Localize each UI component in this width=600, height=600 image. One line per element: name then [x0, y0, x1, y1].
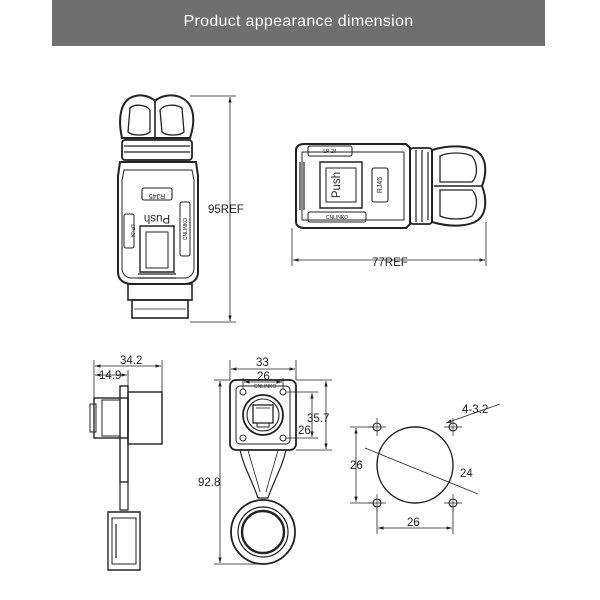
marking-series-vertical: LP-24 — [129, 224, 135, 238]
marking-push-vertical: Push — [144, 212, 170, 224]
height-dimension — [190, 95, 236, 323]
cutout-circle — [376, 426, 454, 504]
side-view — [89, 385, 163, 571]
marking-rj45-horizontal: RJ45 — [377, 177, 384, 193]
overall-depth-label: 34.2 — [120, 355, 142, 367]
front-brand-marking: CNLINKO — [254, 384, 276, 390]
height-label: 95REF — [208, 204, 244, 216]
page-title: Product appearance dimension — [183, 13, 414, 30]
marking-rj45-vertical: RJ45 — [149, 192, 165, 199]
side-dimensions — [93, 360, 163, 398]
front-dimensions — [214, 360, 332, 565]
marking-series-horizontal: LP-24 — [323, 149, 337, 155]
push-latch — [139, 225, 175, 273]
panel-cutout — [368, 418, 462, 512]
front-view — [229, 379, 297, 565]
flange-height-label: 35.7 — [307, 413, 329, 425]
dust-cap — [230, 499, 296, 565]
cutout-diameter-label: 24 — [460, 468, 473, 480]
hole-spacing-y-label: 26 — [298, 425, 311, 437]
marking-brand-vertical: CNLINKO — [183, 218, 189, 240]
hole-spacing-x-label: 26 — [257, 371, 270, 383]
marking-push-horizontal: Push — [331, 172, 343, 198]
front-flange — [229, 379, 297, 451]
header-banner: Product appearance dimension — [52, 0, 545, 46]
marking-brand-horizontal: CNLINKO — [326, 215, 348, 221]
hole-spec-label: 4-3.2 — [462, 404, 488, 416]
flange-width-label: 33 — [256, 357, 269, 369]
vertical-connector-view — [117, 94, 199, 319]
total-height-label: 92.8 — [198, 477, 220, 489]
cutout-dimensions — [350, 403, 501, 534]
connector-cap — [119, 94, 195, 139]
length-label: 77REF — [372, 257, 408, 269]
cutout-hole-spacing-x-label: 26 — [407, 517, 420, 529]
connector-body-horizontal — [295, 143, 411, 229]
horizontal-connector-view — [295, 143, 487, 229]
flange-offset-label: 14.9 — [99, 370, 121, 382]
length-dimension — [291, 222, 487, 266]
cutout-hole-spacing-y-label: 26 — [350, 460, 363, 472]
